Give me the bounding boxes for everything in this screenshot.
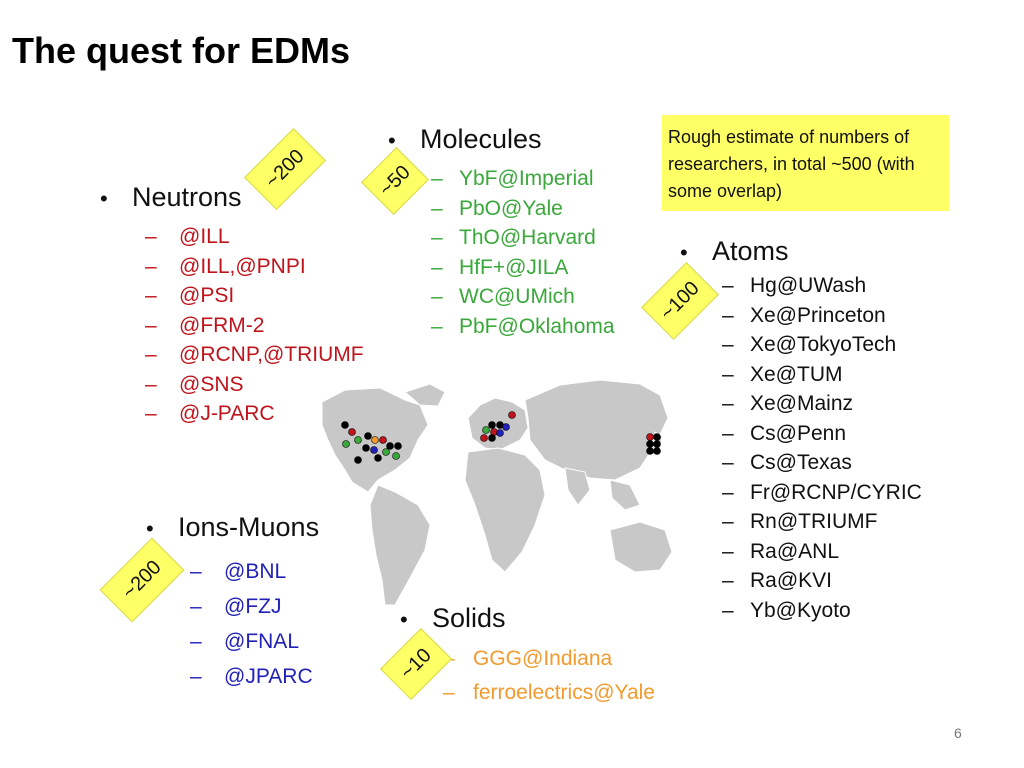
location-marker — [653, 440, 661, 448]
location-marker — [480, 434, 488, 442]
list-item: –@ILL — [145, 225, 230, 248]
location-marker — [354, 436, 362, 444]
africa-shape — [464, 447, 546, 573]
list-item: –WC@UMich — [431, 285, 575, 308]
neutrons-heading-text: Neutrons — [132, 182, 242, 212]
list-item: –Rn@TRIUMF — [722, 510, 878, 533]
location-marker — [382, 448, 390, 456]
molecules-heading: •Molecules — [388, 124, 542, 154]
list-item: –YbF@Imperial — [431, 167, 594, 190]
location-marker — [379, 436, 387, 444]
location-marker — [386, 442, 394, 450]
list-item: –Xe@Princeton — [722, 303, 886, 327]
atoms-heading: •Atoms — [680, 236, 789, 266]
se-asia-shape — [609, 479, 641, 511]
list-item: –GGG@Indiana — [443, 647, 613, 670]
asia-shape — [524, 379, 669, 481]
atoms-heading-text: Atoms — [712, 236, 789, 266]
location-marker — [370, 446, 378, 454]
list-item: –PbO@Yale — [431, 196, 563, 220]
list-item: –PbF@Oklahoma — [431, 314, 615, 338]
solids-heading: •Solids — [400, 603, 506, 633]
list-item: –@FZJ — [190, 595, 282, 618]
list-item: –HfF+@JILA — [431, 255, 569, 279]
molecules-list: –YbF@Imperial –PbO@Yale –ThO@Harvard –Hf… — [431, 164, 615, 341]
location-marker — [496, 429, 504, 437]
list-item: –@ILL,@PNPI — [145, 254, 306, 278]
list-item: –Ra@ANL — [722, 539, 840, 563]
location-marker — [653, 433, 661, 441]
list-item: –@SNS — [145, 372, 244, 396]
location-marker — [364, 432, 372, 440]
solids-heading-text: Solids — [432, 603, 506, 633]
list-item: –Xe@Mainz — [722, 392, 854, 415]
ions-muons-heading-text: Ions-Muons — [178, 512, 320, 542]
location-marker — [354, 456, 362, 464]
neutrons-section: •Neutrons –@ILL –@ILL,@PNPI –@PSI –@FRM-… — [100, 182, 364, 429]
greenland-shape — [404, 383, 446, 407]
location-marker — [348, 428, 356, 436]
location-marker — [488, 421, 496, 429]
ions-muons-section: •Ions-Muons –@BNL –@FZJ –@FNAL –@JPARC — [146, 512, 319, 694]
south-america-shape — [369, 484, 431, 606]
location-marker — [392, 452, 400, 460]
ions-muons-list: –@BNL –@FZJ –@FNAL –@JPARC — [190, 554, 319, 694]
slide-title: The quest for EDMs — [12, 30, 351, 71]
list-item: –Cs@Penn — [722, 421, 847, 445]
list-item: –Ra@KVI — [722, 569, 833, 592]
location-marker — [371, 436, 379, 444]
list-item: –Yb@Kyoto — [722, 598, 851, 622]
list-item: –@RCNP,@TRIUMF — [145, 343, 364, 366]
atoms-section: •Atoms –Hg@UWash –Xe@Princeton –Xe@Tokyo… — [680, 236, 922, 625]
location-marker — [342, 440, 350, 448]
list-item: –Xe@TUM — [722, 362, 843, 386]
list-item: –Hg@UWash — [722, 274, 867, 297]
list-item: –ThO@Harvard — [431, 226, 596, 249]
list-item: –Xe@TokyoTech — [722, 333, 897, 356]
location-marker — [646, 440, 654, 448]
list-item: –@PSI — [145, 284, 235, 307]
list-item: –Cs@Texas — [722, 451, 852, 474]
list-item: –ferroelectrics@Yale — [443, 681, 655, 704]
location-marker — [394, 442, 402, 450]
location-marker — [482, 426, 490, 434]
neutrons-heading: •Neutrons — [100, 182, 242, 212]
location-marker — [362, 444, 370, 452]
solids-section: •Solids –GGG@Indiana –ferroelectrics@Yal… — [400, 603, 655, 710]
list-item: –@J-PARC — [145, 402, 275, 425]
india-shape — [564, 467, 591, 506]
researcher-estimate-note: Rough estimate of numbers of researchers… — [662, 115, 949, 211]
location-marker — [646, 447, 654, 455]
molecules-heading-text: Molecules — [420, 124, 542, 154]
location-marker — [502, 423, 510, 431]
list-item: –@BNL — [190, 560, 287, 583]
location-marker — [646, 433, 654, 441]
solids-list: –GGG@Indiana –ferroelectrics@Yale — [443, 642, 655, 710]
australia-shape — [609, 521, 673, 573]
location-marker — [653, 447, 661, 455]
page-number: 6 — [954, 725, 962, 741]
location-marker — [508, 411, 516, 419]
molecules-section: •Molecules –YbF@Imperial –PbO@Yale –ThO@… — [388, 124, 615, 341]
location-marker — [374, 454, 382, 462]
list-item: –@FNAL — [190, 630, 299, 653]
atoms-list: –Hg@UWash –Xe@Princeton –Xe@TokyoTech –X… — [722, 271, 922, 625]
list-item: –Fr@RCNP/CYRIC — [722, 480, 922, 504]
list-item: –@JPARC — [190, 665, 313, 688]
ions-muons-heading: •Ions-Muons — [146, 512, 320, 542]
list-item: –@FRM-2 — [145, 313, 265, 337]
location-marker — [488, 434, 496, 442]
neutrons-list: –@ILL –@ILL,@PNPI –@PSI –@FRM-2 –@RCNP,@… — [145, 222, 364, 429]
location-marker — [341, 421, 349, 429]
